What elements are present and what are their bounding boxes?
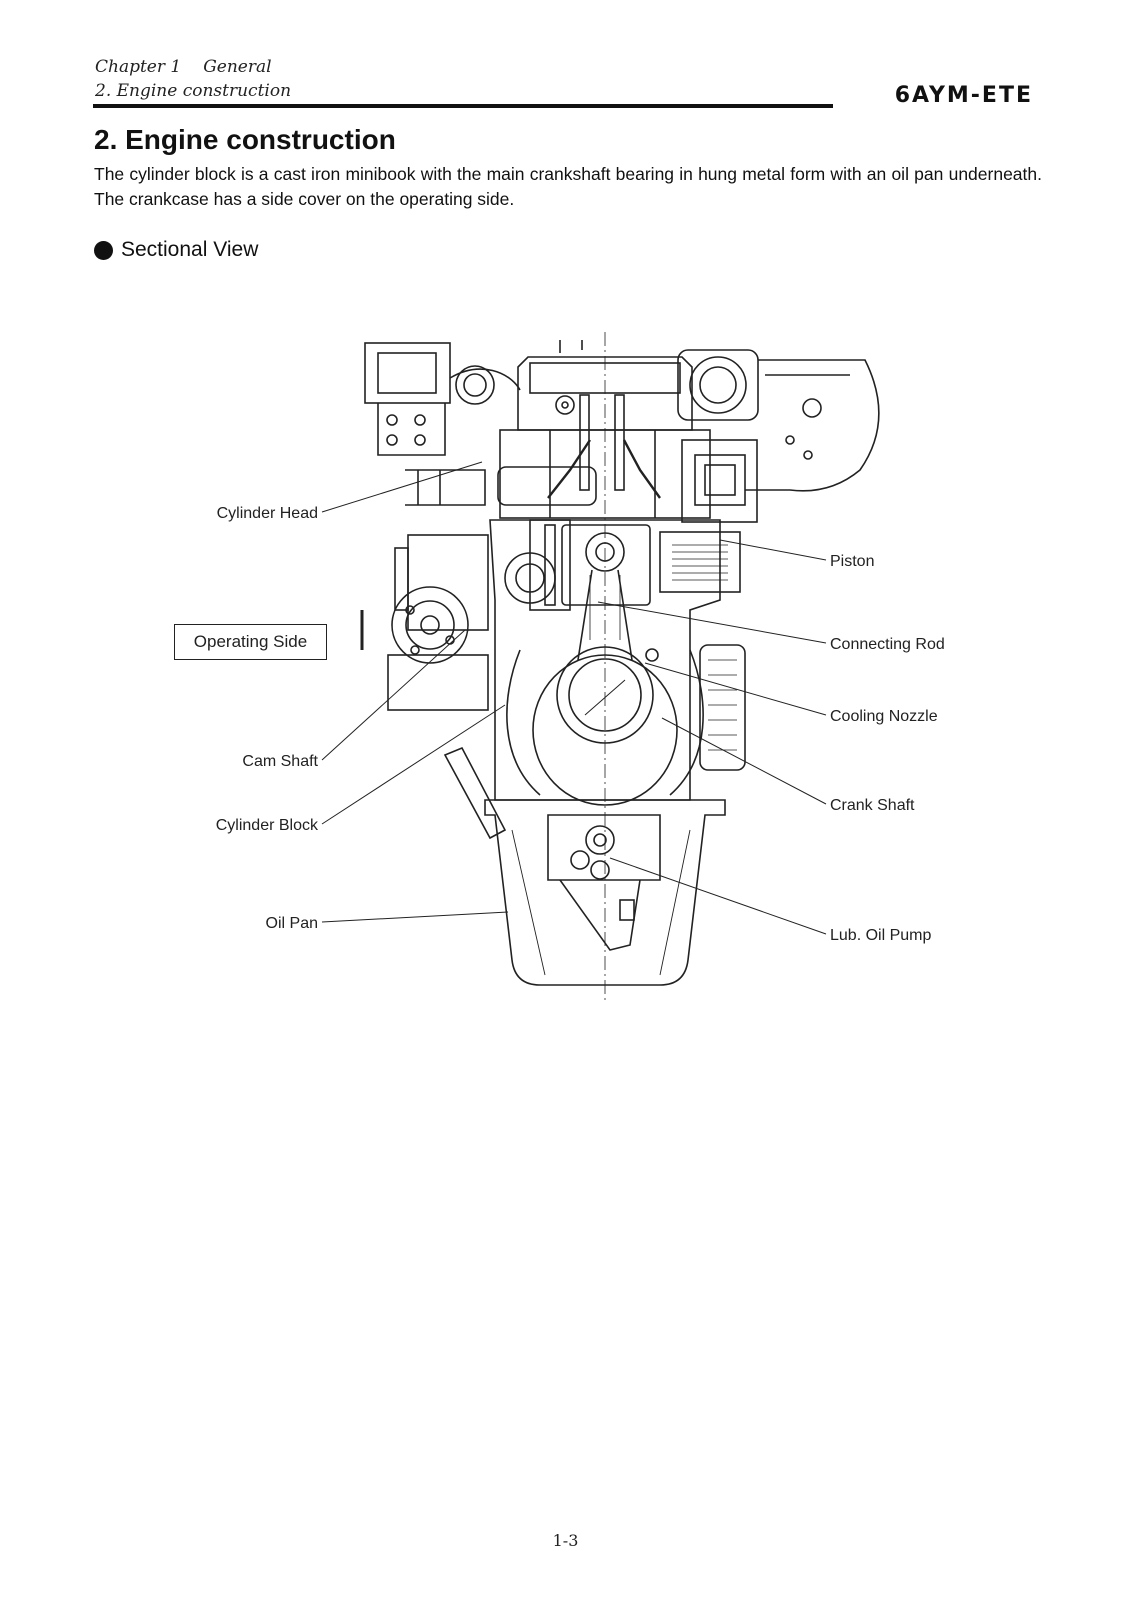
running-header-chapter: Chapter 1 General: [95, 57, 272, 77]
label-piston: Piston: [830, 553, 874, 570]
subheading-text: Sectional View: [121, 238, 259, 261]
operating-side-box: Operating Side: [174, 624, 327, 660]
label-lub-oil-pump: Lub. Oil Pump: [830, 927, 931, 944]
intro-paragraph: The cylinder block is a cast iron minibo…: [94, 164, 1042, 209]
label-cooling-nozzle: Cooling Nozzle: [830, 708, 938, 725]
label-oil-pan: Oil Pan: [266, 915, 318, 932]
label-crank-shaft: Crank Shaft: [830, 797, 915, 814]
engine-drawing: [360, 332, 880, 1000]
label-cylinder-head: Cylinder Head: [217, 505, 318, 522]
running-header-section: 2. Engine construction: [95, 81, 292, 101]
model-name: 6AYM-ETE: [894, 83, 1033, 108]
header-rule: [93, 104, 833, 108]
bullet-icon: [94, 240, 113, 260]
chapter-title: General: [203, 57, 272, 77]
page-number: 1-3: [552, 1531, 579, 1550]
diagram-labels: Cylinder Head Cam Shaft Cylinder Block O…: [216, 505, 945, 944]
page-title: 2. Engine construction: [94, 124, 396, 155]
label-cam-shaft: Cam Shaft: [242, 753, 318, 770]
leader-lines: [321, 461, 827, 935]
label-connecting-rod: Connecting Rod: [830, 636, 945, 653]
chapter-label: Chapter 1: [95, 57, 182, 77]
section-subheading: Sectional View: [94, 238, 258, 262]
label-cylinder-block: Cylinder Block: [216, 817, 319, 834]
